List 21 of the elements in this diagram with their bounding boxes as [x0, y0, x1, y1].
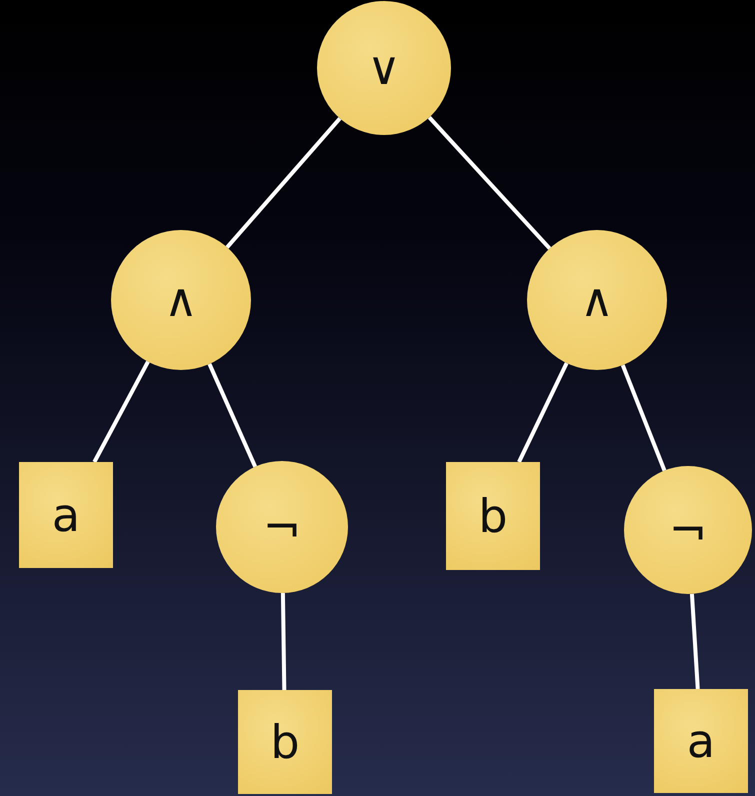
- connector-line: [280, 592, 286, 690]
- connector-line: [517, 362, 568, 463]
- variable-box: [19, 462, 113, 568]
- node-symbol: ∨: [367, 45, 401, 91]
- connector-line: [620, 364, 666, 472]
- node-symbol: ¬: [262, 504, 302, 550]
- node-symbol: b: [270, 719, 300, 765]
- variable-box: [446, 462, 540, 570]
- connector-line: [208, 363, 257, 468]
- node-symbol: ∧: [580, 277, 614, 323]
- variable-box: [238, 690, 332, 794]
- node-symbol: ∧: [164, 277, 198, 323]
- node-symbol: b: [478, 493, 508, 539]
- connector-line: [428, 116, 552, 250]
- variable-box: [654, 689, 748, 793]
- connector-line: [226, 117, 342, 249]
- node-symbol: ¬: [668, 507, 708, 553]
- node-symbol: a: [52, 492, 80, 538]
- connector-line: [690, 594, 700, 690]
- node-symbol: a: [686, 718, 716, 764]
- connector-line: [92, 360, 150, 463]
